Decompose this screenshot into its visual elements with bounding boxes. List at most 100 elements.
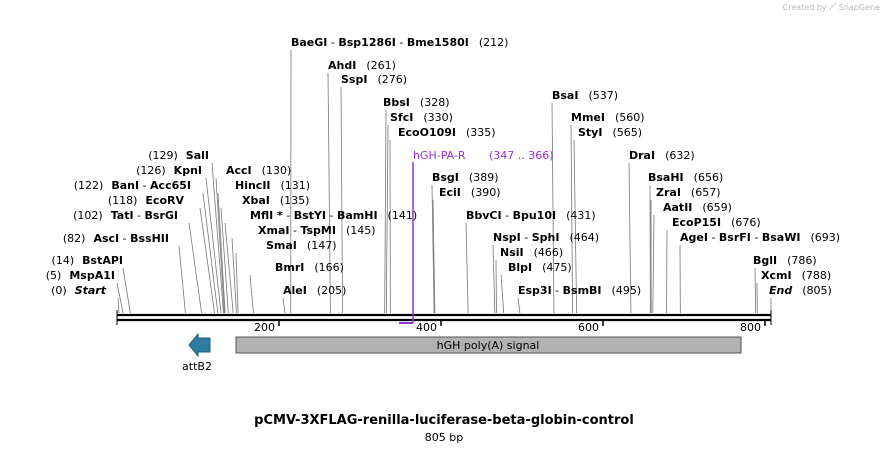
restriction-site[interactable]: NsiI(466) [500, 246, 563, 259]
enzyme-name[interactable]: SphI [532, 231, 560, 244]
enzyme-name[interactable]: EcoP15I [672, 216, 721, 229]
enzyme-name[interactable]: MspA1I [69, 269, 115, 282]
restriction-site[interactable]: EcoO109I(335) [398, 126, 496, 139]
enzyme-name[interactable]: BsmBI [563, 284, 602, 297]
enzyme-name[interactable]: Esp3I [518, 284, 552, 297]
restriction-site[interactable]: StyI(565) [578, 126, 642, 139]
restriction-site[interactable]: AatII(659) [663, 201, 732, 214]
enzyme-name[interactable]: AhdI [328, 59, 356, 72]
enzyme-name[interactable]: BsrFI [719, 231, 751, 244]
restriction-site[interactable]: BsgI(389) [432, 171, 499, 184]
enzyme-name[interactable]: BanI [111, 179, 139, 192]
restriction-site[interactable]: BaeGI - Bsp1286I - Bme1580I(212) [291, 36, 508, 49]
enzyme-name[interactable]: BsaWI [762, 231, 801, 244]
restriction-site[interactable]: TatI - BsrGI(102) [73, 209, 178, 222]
restriction-site[interactable]: MspA1I(5) [46, 269, 115, 282]
restriction-site[interactable]: AccI(130) [226, 164, 291, 177]
restriction-site[interactable]: BsaHI(656) [648, 171, 723, 184]
enzyme-name[interactable]: AccI [226, 164, 252, 177]
enzyme-name[interactable]: Bpu10I [513, 209, 557, 222]
enzyme-name[interactable]: AleI [283, 284, 307, 297]
enzyme-name[interactable]: XcmI [761, 269, 792, 282]
enzyme-name[interactable]: AgeI [680, 231, 708, 244]
enzyme-name[interactable]: MflI * [250, 209, 283, 222]
restriction-site[interactable]: MmeI(560) [571, 111, 645, 124]
restriction-site[interactable]: BbsI(328) [383, 96, 450, 109]
enzyme-name[interactable]: EciI [439, 186, 461, 199]
restriction-site[interactable]: EcoP15I(676) [672, 216, 761, 229]
restriction-site[interactable]: SalI(129) [148, 149, 209, 162]
enzyme-name[interactable]: Bsp1286I [338, 36, 396, 49]
restriction-site[interactable]: BstAPI(14) [52, 254, 123, 267]
enzyme-name[interactable]: SspI [341, 73, 367, 86]
enzyme-name[interactable]: TatI [111, 209, 134, 222]
enzyme-name[interactable]: BbvCI [466, 209, 502, 222]
enzyme-name[interactable]: XbaI [242, 194, 270, 207]
enzyme-name[interactable]: KpnI [174, 164, 202, 177]
restriction-site[interactable]: Start(0) [51, 284, 107, 297]
enzyme-name[interactable]: DraI [629, 149, 655, 162]
enzyme-name[interactable]: SalI [186, 149, 209, 162]
enzyme-name[interactable]: StyI [578, 126, 602, 139]
restriction-site[interactable]: XcmI(788) [761, 269, 831, 282]
restriction-site[interactable]: End(805) [769, 284, 832, 297]
restriction-site[interactable]: BbvCI - Bpu10I(431) [466, 209, 596, 222]
restriction-site[interactable]: HincII(131) [235, 179, 310, 192]
enzyme-name[interactable]: AatII [663, 201, 692, 214]
enzyme-name[interactable]: SmaI [266, 239, 297, 252]
enzyme-name[interactable]: Start [75, 284, 107, 297]
primer-hgh-pa-r[interactable]: hGH-PA-R (347 .. 366) [399, 149, 554, 324]
restriction-site[interactable]: XmaI - TspMI(145) [258, 224, 376, 237]
restriction-site[interactable]: Esp3I - BsmBI(495) [518, 284, 641, 297]
enzyme-name[interactable]: BamHI [337, 209, 378, 222]
enzyme-name[interactable]: BmrI [275, 261, 304, 274]
enzyme-name[interactable]: TspMI [300, 224, 336, 237]
enzyme-name[interactable]: BsaHI [648, 171, 684, 184]
enzyme-name[interactable]: NspI [493, 231, 521, 244]
enzyme-name[interactable]: BglI [753, 254, 777, 267]
enzyme-name[interactable]: End [769, 284, 792, 297]
restriction-site[interactable]: ZraI(657) [656, 186, 721, 199]
restriction-site[interactable]: DraI(632) [629, 149, 695, 162]
restriction-site[interactable]: BsaI(537) [552, 89, 618, 102]
enzyme-name[interactable]: Bme1580I [407, 36, 469, 49]
restriction-site[interactable]: AleI(205) [283, 284, 346, 297]
enzyme-name[interactable]: NsiI [500, 246, 524, 259]
restriction-site[interactable]: BanI - Acc65I(122) [74, 179, 191, 192]
restriction-site[interactable]: KpnI(126) [136, 164, 202, 177]
enzyme-name[interactable]: SfcI [390, 111, 413, 124]
enzyme-name[interactable]: EcoO109I [398, 126, 456, 139]
restriction-site[interactable]: SfcI(330) [390, 111, 453, 124]
restriction-site[interactable]: AgeI - BsrFI - BsaWI(693) [680, 231, 840, 244]
restriction-site[interactable]: EcoRV(118) [108, 194, 185, 207]
enzyme-name[interactable]: BssHII [130, 232, 169, 245]
feature-attb2[interactable]: attB2 [182, 332, 212, 373]
enzyme-name[interactable]: BaeGI [291, 36, 327, 49]
restriction-site[interactable]: AscI - BssHII(82) [63, 232, 169, 245]
restriction-site[interactable]: MflI * - BstYI - BamHI(141) [250, 209, 417, 222]
restriction-site[interactable]: SmaI(147) [266, 239, 337, 252]
enzyme-name[interactable]: BsaI [552, 89, 578, 102]
enzyme-name[interactable]: AscI [93, 232, 119, 245]
enzyme-name[interactable]: XmaI [258, 224, 289, 237]
enzyme-name[interactable]: BsrGI [145, 209, 178, 222]
enzyme-name[interactable]: EcoRV [145, 194, 184, 207]
enzyme-name[interactable]: ZraI [656, 186, 681, 199]
restriction-site[interactable]: SspI(276) [341, 73, 407, 86]
restriction-site[interactable]: BglI(786) [753, 254, 817, 267]
enzyme-name[interactable]: BstYI [294, 209, 326, 222]
restriction-site[interactable]: XbaI(135) [242, 194, 309, 207]
restriction-site[interactable]: EciI(390) [439, 186, 501, 199]
feature-hgh-polya-signal[interactable]: hGH poly(A) signal [235, 336, 742, 354]
enzyme-name[interactable]: Acc65I [150, 179, 191, 192]
enzyme-name[interactable]: BlpI [508, 261, 532, 274]
enzyme-name[interactable]: BbsI [383, 96, 410, 109]
enzyme-name[interactable]: MmeI [571, 111, 605, 124]
enzyme-name[interactable]: HincII [235, 179, 271, 192]
restriction-site[interactable]: BlpI(475) [508, 261, 572, 274]
restriction-site[interactable]: NspI - SphI(464) [493, 231, 599, 244]
restriction-site[interactable]: BmrI(166) [275, 261, 344, 274]
restriction-site[interactable]: AhdI(261) [328, 59, 396, 72]
enzyme-name[interactable]: BsgI [432, 171, 459, 184]
enzyme-name[interactable]: BstAPI [82, 254, 123, 267]
